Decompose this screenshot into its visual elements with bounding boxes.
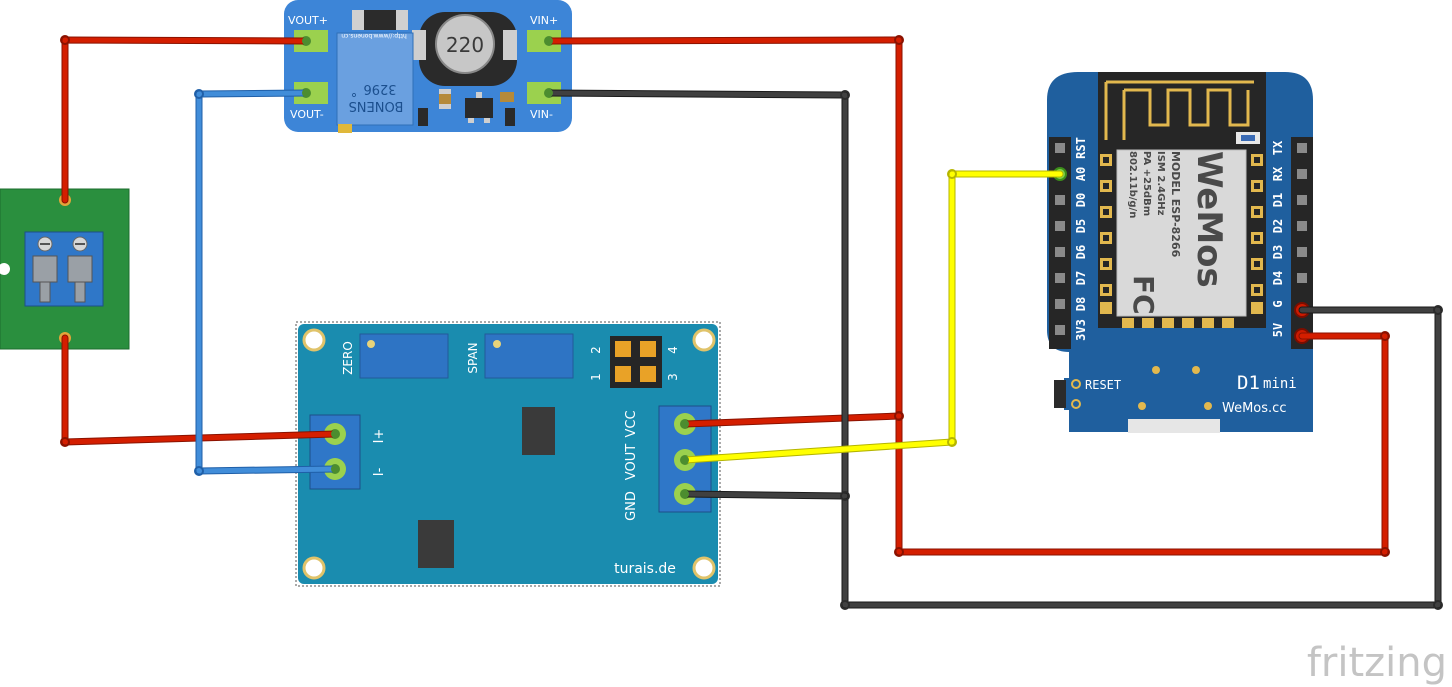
pin-label-d1: D1 [1271,193,1285,207]
current-sensor-board: ZERO SPAN 2 4 1 3 I+ I- VCC VOUT GND tur… [295,321,721,587]
vcc-label: VCC [624,410,639,437]
span-label: SPAN [466,342,480,373]
pot-brand: BONENS [349,98,404,113]
boost-vin-plus-label: VIN+ [530,14,558,27]
wemos-website: WeMos.cc [1222,401,1286,416]
pin-label-d4: D4 [1271,271,1285,285]
fritzing-watermark: fritzing [1307,640,1447,686]
jumper-label-4: 4 [666,346,680,354]
boost-vout-minus-label: VOUT- [290,108,324,121]
screw-terminal-block [0,188,130,350]
pin-label-d7: D7 [1074,271,1088,285]
fc-mark: FC [1127,275,1160,315]
pin-label-tx: TX [1271,140,1285,155]
model-line-2: ISM 2.4GHz [1155,151,1166,216]
vout-label: VOUT [624,444,639,480]
d1-mini-title: mini [1263,376,1297,392]
pin-label-d3: D3 [1271,245,1285,259]
sensor-site-label: turais.de [614,561,676,577]
wemos-logo: WeMos [1189,151,1229,288]
jumper-label-1: 1 [589,373,603,381]
boost-vout-plus-label: VOUT+ [288,14,328,27]
pin-label-3v3: 3V3 [1074,319,1088,341]
inductor-value: 220 [446,33,484,57]
pin-label-d2: D2 [1271,219,1285,233]
jumper-label-3: 3 [666,373,680,381]
model-line-3: PA +25dBm [1141,151,1152,216]
pin-label-5v: 5V [1271,323,1285,337]
gnd-label: GND [624,491,639,521]
boost-vin-minus-label: VIN- [530,108,553,121]
pin-label-d8: D8 [1074,297,1088,311]
pot-mark: ° [351,83,358,98]
wire-bendpoints [60,35,1390,557]
pin-label-rx: RX [1271,166,1285,181]
wire-blue [195,89,339,475]
wire-yellow [681,170,1064,464]
pin-label-a0: A0 [1074,167,1088,181]
pin-label-g: G [1271,300,1285,307]
i-minus-label: I- [372,467,387,476]
wire-black [545,89,1442,609]
pin-label-d0: D0 [1074,193,1088,207]
boost-converter-board: VOUT+ VOUT- VIN+ VIN- 220 http://www.bon… [284,0,572,133]
model-line-4: 802.11b/g/n [1127,151,1138,218]
reset-label: RESET [1085,378,1121,392]
pin-label-rst: RST [1074,137,1088,159]
boost-pcb-url: http://www.bonens.cn [341,32,407,39]
i-plus-label: I+ [372,429,387,444]
model-line-1: MODEL ESP-8266 [1169,151,1182,258]
pin-label-d6: D6 [1074,245,1088,259]
jumper-label-2: 2 [589,346,603,354]
pot-code: 3296 [363,81,396,96]
pin-label-d5: D5 [1074,219,1088,233]
wemos-d1-mini-board: WeMos MODEL ESP-8266 ISM 2.4GHz PA +25dB… [1047,72,1313,433]
d1-title: D1 [1237,372,1260,394]
wire-red [61,36,1389,556]
zero-label: ZERO [341,341,355,375]
